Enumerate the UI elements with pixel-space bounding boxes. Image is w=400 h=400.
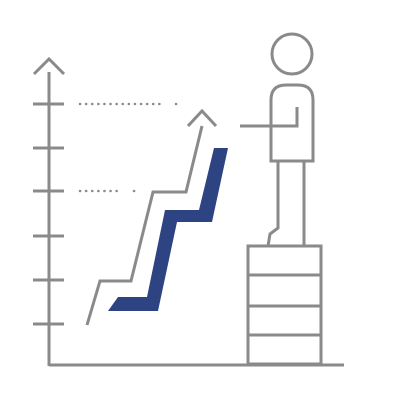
up-arrow-icon [186,108,218,128]
person-legs [266,161,306,248]
y-axis [32,56,66,366]
growth-line [85,108,218,326]
person-icon [240,32,315,248]
y-axis-arrowhead [32,56,66,76]
person-torso [240,83,315,163]
pedestal-icon [246,244,323,366]
staircase-outline-icon [85,125,204,326]
dotted-guides [78,102,180,193]
person-head [270,32,314,76]
staircase-icon [108,148,228,311]
y-axis-ticks [33,102,64,326]
